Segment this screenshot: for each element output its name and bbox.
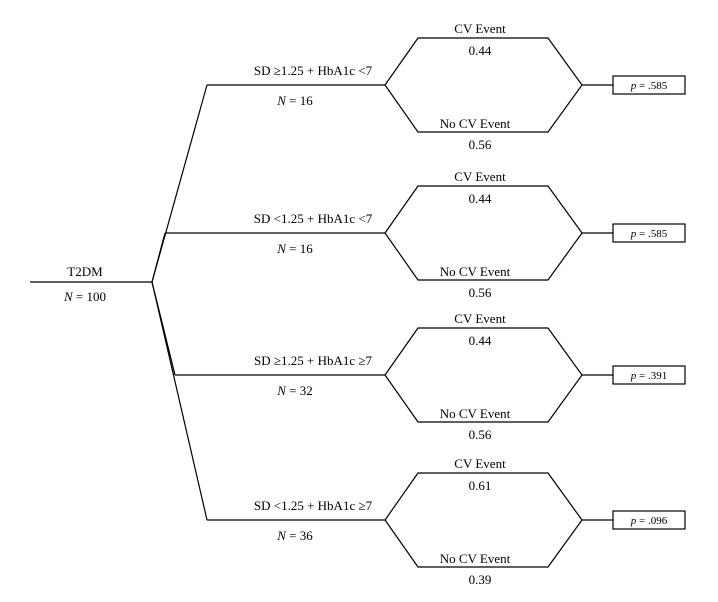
branch-n-2: N = 16 bbox=[276, 241, 313, 256]
branch-connector-2 bbox=[151, 232, 166, 283]
cv-event-prob-1: 0.44 bbox=[469, 43, 492, 58]
no-cv-event-prob-1: 0.56 bbox=[469, 137, 492, 152]
branch-n-1: N = 16 bbox=[276, 93, 313, 108]
root-label: T2DM bbox=[67, 264, 103, 279]
cv-event-label-4: CV Event bbox=[454, 456, 506, 471]
branch-group-label-4: SD <1.25 + HbA1c ≥7 bbox=[254, 498, 373, 513]
pvalue-box-2 bbox=[612, 223, 686, 243]
branch-n-4: N = 36 bbox=[276, 528, 313, 543]
branch-connector-4 bbox=[151, 281, 208, 521]
pvalue-box-3 bbox=[612, 365, 686, 385]
root-n: N = 100 bbox=[63, 289, 106, 304]
cv-event-label-1: CV Event bbox=[454, 21, 506, 36]
no-cv-event-prob-2: 0.56 bbox=[469, 285, 492, 300]
pvalue-box-4 bbox=[612, 510, 686, 530]
branch-group-label-2: SD <1.25 + HbA1c <7 bbox=[254, 211, 373, 226]
no-cv-event-label-4: No CV Event bbox=[440, 551, 511, 566]
no-cv-event-prob-4: 0.39 bbox=[469, 572, 492, 587]
cv-event-label-2: CV Event bbox=[454, 169, 506, 184]
pvalue-text-4: p = .096 bbox=[630, 515, 668, 527]
branch-group-label-1: SD ≥1.25 + HbA1c <7 bbox=[254, 63, 373, 78]
pvalue-text-2: p = .585 bbox=[630, 228, 668, 240]
branches: SD ≥1.25 + HbA1c <7 N = 16 CV Event 0.44 No … bbox=[151, 21, 686, 587]
cv-event-prob-2: 0.44 bbox=[469, 191, 492, 206]
cv-event-prob-3: 0.44 bbox=[469, 333, 492, 348]
cv-event-prob-4: 0.61 bbox=[469, 478, 492, 493]
cv-event-label-3: CV Event bbox=[454, 311, 506, 326]
branch-n-3: N = 32 bbox=[276, 383, 313, 398]
pvalue-text-3: p = .391 bbox=[630, 370, 667, 382]
no-cv-event-prob-3: 0.56 bbox=[469, 427, 492, 442]
no-cv-event-label-1: No CV Event bbox=[440, 116, 511, 131]
branch-group-label-3: SD ≥1.25 + HbA1c ≥7 bbox=[254, 353, 373, 368]
pvalue-box-1 bbox=[612, 75, 686, 95]
root-node: T2DM N = 100 bbox=[30, 264, 152, 304]
pvalue-text-1: p = .585 bbox=[630, 80, 668, 92]
no-cv-event-label-2: No CV Event bbox=[440, 264, 511, 279]
no-cv-event-label-3: No CV Event bbox=[440, 406, 511, 421]
